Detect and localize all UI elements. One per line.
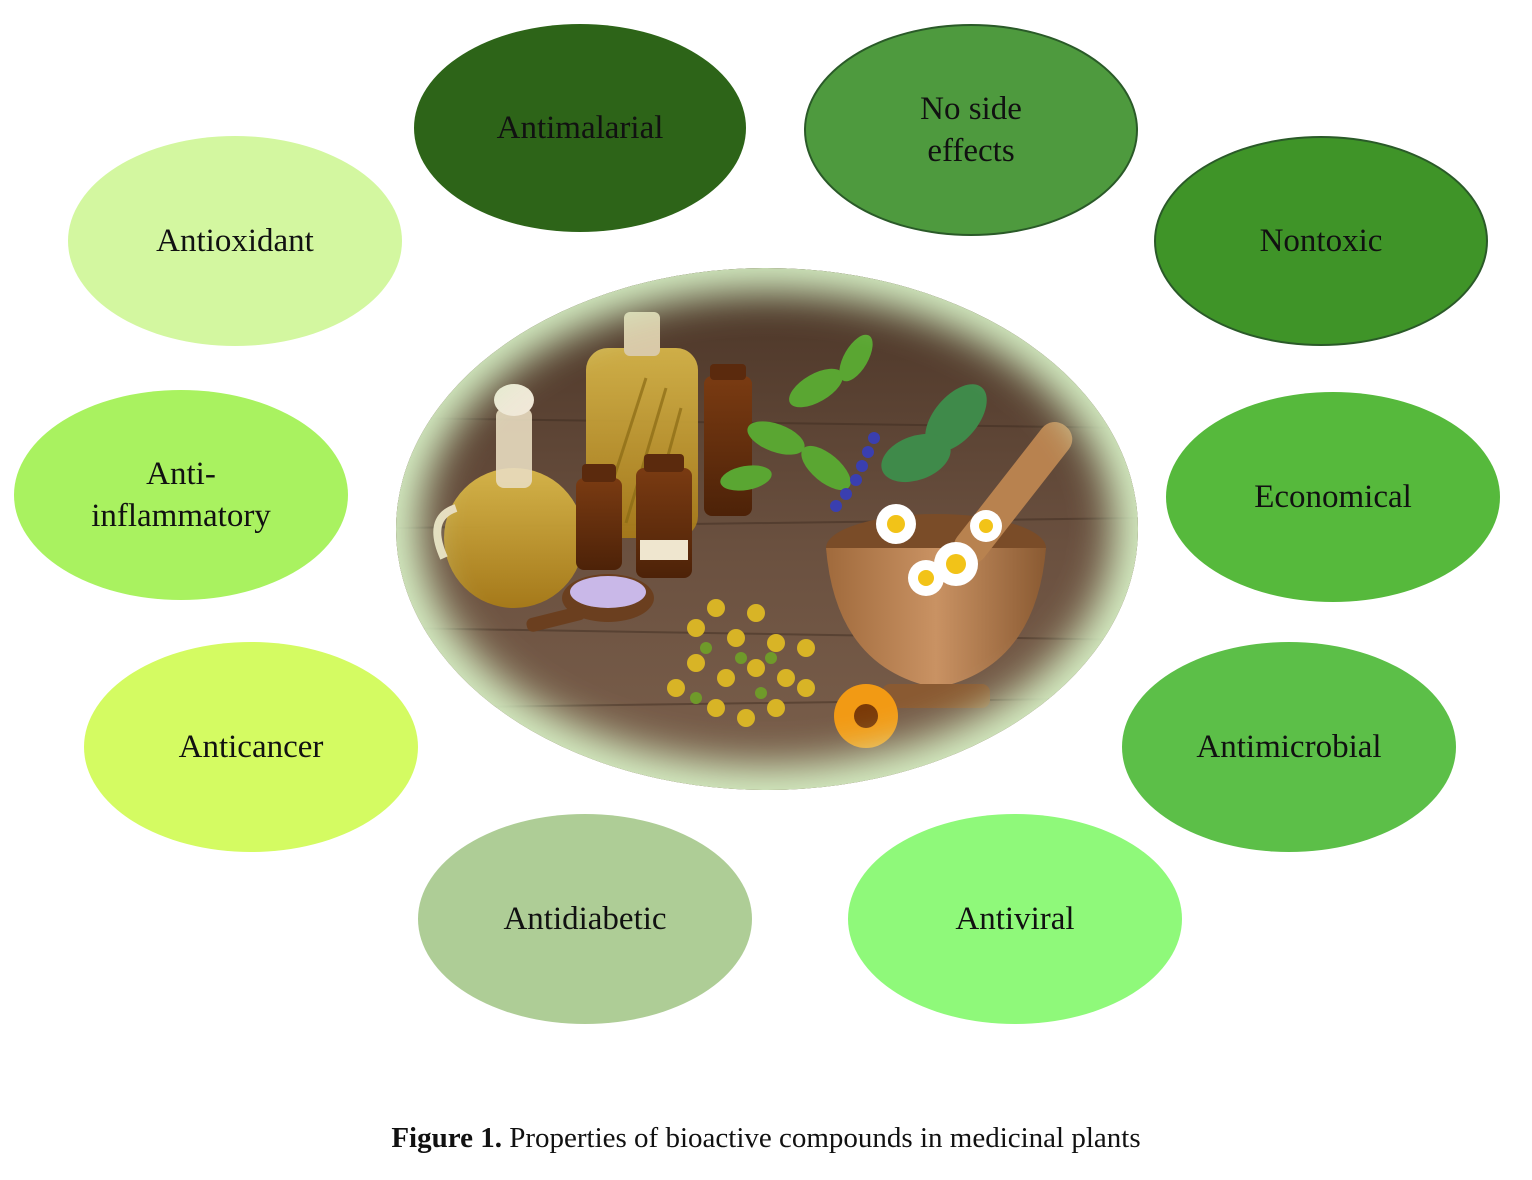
bubble-no-side-effects: No side effects (804, 24, 1138, 236)
bubble-label: No side effects (890, 88, 1052, 172)
bubble-label-line: effects (927, 133, 1015, 169)
bubble-antidiabetic: Antidiabetic (418, 814, 752, 1024)
bubble-antioxidant: Antioxidant (68, 136, 402, 346)
figure-label: Figure 1. (391, 1122, 502, 1154)
bubble-label: Antidiabetic (503, 901, 667, 937)
bubble-anticancer: Anticancer (84, 642, 418, 852)
bubble-label: Antimicrobial (1196, 729, 1382, 765)
figure-caption: Figure 1. Properties of bioactive compou… (0, 1122, 1532, 1155)
bubble-label: Antiviral (955, 901, 1075, 937)
bubble-label: Anticancer (178, 729, 324, 765)
bubble-label: Antioxidant (156, 223, 314, 259)
bubble-antiviral: Antiviral (848, 814, 1182, 1024)
bubble-label-line: Anti- (146, 456, 216, 492)
bubble-antimalarial: Antimalarial (414, 24, 746, 232)
bubble-nontoxic: Nontoxic (1154, 136, 1488, 346)
bubble-anti-inflammatory: Anti- inflammatory (14, 390, 348, 600)
bubble-label: Economical (1254, 479, 1412, 515)
bubble-label: Antimalarial (496, 110, 664, 146)
herbal-medicine-photo-icon (396, 268, 1138, 790)
figure-caption-text: Properties of bioactive compounds in med… (501, 1122, 1141, 1154)
bubble-antimicrobial: Antimicrobial (1122, 642, 1456, 852)
bubble-economical: Economical (1166, 392, 1500, 602)
bubble-label-line: No side (920, 91, 1022, 127)
bubble-label-line: inflammatory (91, 498, 271, 534)
bubble-label: Anti- inflammatory (61, 453, 301, 537)
herbal-medicine-photo (396, 268, 1138, 790)
bubble-label: Nontoxic (1259, 223, 1383, 259)
